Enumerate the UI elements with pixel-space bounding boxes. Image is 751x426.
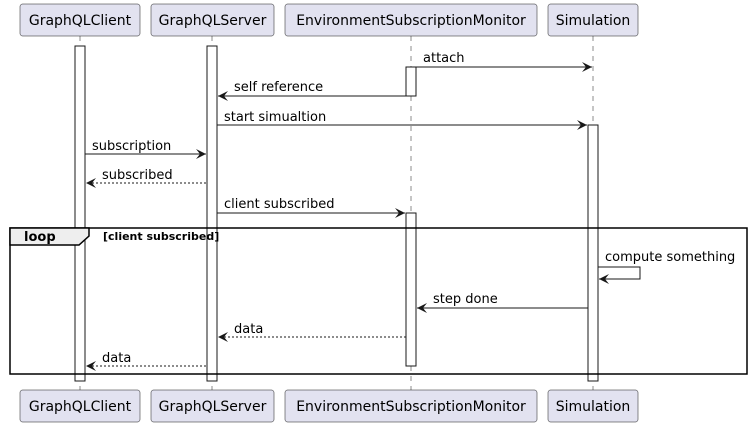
participant-top-graphqlclient (19, 3, 141, 37)
participants-bottom: GraphQLClient GraphQLServer EnvironmentS… (19, 389, 639, 423)
participant-top-monitor (284, 3, 538, 37)
activation-simulation (587, 124, 599, 382)
message-compute-something-label: compute something (605, 250, 735, 265)
participant-bottom-simulation-label: Simulation (556, 399, 631, 415)
activation-graphqlserver (206, 45, 218, 382)
messages: attach self reference start simualtion s… (85, 51, 735, 371)
loop-guard: [client subscribed] (103, 230, 219, 243)
message-start-simulation-label: start simualtion (224, 110, 326, 125)
message-data-to-server-label: data (234, 322, 263, 337)
participant-top-graphqlserver (150, 3, 275, 37)
message-subscribed-label: subscribed (102, 168, 173, 183)
activations (74, 45, 599, 382)
activation-monitor-subscribed (405, 212, 417, 367)
participant-bottom-monitor (284, 389, 538, 423)
message-data-to-client-label: data (102, 351, 131, 366)
participant-top-simulation (547, 3, 639, 37)
loop-tab (9, 227, 90, 246)
activation-graphqlclient (74, 45, 86, 382)
message-self-reference-label: self reference (234, 80, 323, 95)
participants-top: GraphQLClient GraphQLServer EnvironmentS… (19, 3, 639, 37)
message-compute-something-arrow (598, 266, 641, 284)
participant-bottom-graphqlclient-label: GraphQLClient (29, 399, 132, 415)
participant-top-simulation-label: Simulation (556, 13, 631, 29)
participant-bottom-monitor-label: EnvironmentSubscriptionMonitor (296, 399, 526, 415)
activation-monitor-attach (405, 66, 417, 97)
lifelines (79, 36, 594, 392)
participant-bottom-graphqlserver (150, 389, 275, 423)
participant-bottom-graphqlclient (19, 389, 141, 423)
message-client-subscribed-label: client subscribed (224, 197, 334, 212)
message-subscription-label: subscription (92, 139, 171, 154)
message-attach-label: attach (423, 51, 465, 66)
participant-bottom-simulation (547, 389, 639, 423)
loop-keyword: loop (24, 230, 56, 245)
participant-top-graphqlclient-label: GraphQLClient (29, 13, 132, 29)
message-step-done-label: step done (433, 292, 498, 307)
loop-fragment: loop [client subscribed] (9, 227, 748, 375)
participant-bottom-graphqlserver-label: GraphQLServer (159, 399, 267, 415)
participant-top-graphqlserver-label: GraphQLServer (159, 13, 267, 29)
participant-top-monitor-label: EnvironmentSubscriptionMonitor (296, 13, 526, 29)
loop-frame (9, 227, 748, 375)
